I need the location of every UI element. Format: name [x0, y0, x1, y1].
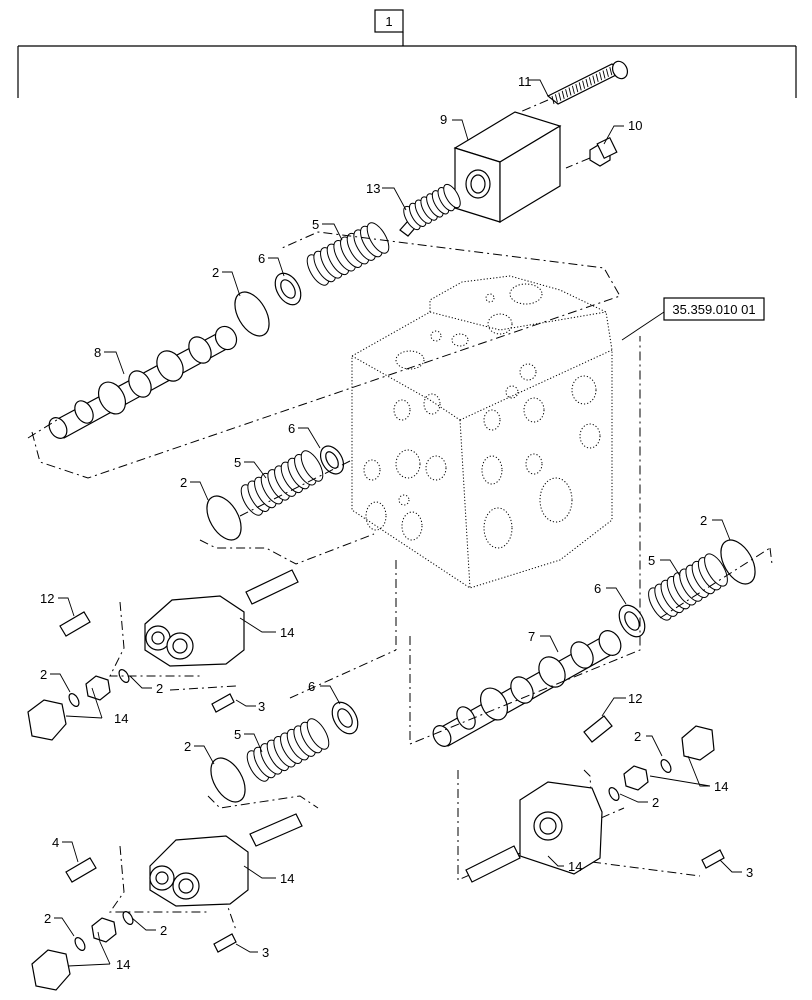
part-10-plug [565, 136, 618, 169]
nut-right [623, 765, 649, 791]
callout-7[interactable]: 7 [528, 629, 535, 644]
oring-2-low [210, 757, 246, 803]
leader-lines [50, 79, 742, 967]
callout-2-upper-right[interactable]: 2 [156, 681, 163, 696]
drawing-ref-box[interactable] [663, 297, 765, 321]
nut-lower [91, 917, 117, 943]
callout-2-lower-right[interactable]: 2 [160, 923, 167, 938]
assembly-bracket: 1 [17, 9, 797, 98]
callout-14-nut-right[interactable]: 14 [714, 779, 728, 794]
plug-4 [65, 857, 97, 883]
callout-14-lower[interactable]: 14 [280, 871, 294, 886]
assembly-centerlines [27, 231, 773, 931]
part-9-cap-block [453, 111, 562, 224]
callout-6-low[interactable]: 6 [308, 679, 315, 694]
screw-3-lower [213, 933, 237, 953]
drawing-reference: 35.359.010 01 [621, 297, 765, 341]
callout-3-upper[interactable]: 3 [258, 699, 265, 714]
callout-10[interactable]: 10 [628, 118, 642, 133]
callout-5-top[interactable]: 5 [312, 217, 319, 232]
oring-2-top [234, 291, 270, 337]
cap-nut-lower [31, 949, 71, 991]
cover-upper-bolt [245, 569, 299, 605]
callout-9[interactable]: 9 [440, 112, 447, 127]
assembly-ref-box[interactable] [374, 9, 404, 33]
part-8-spool [48, 325, 238, 439]
screw-3-upper [211, 693, 235, 713]
callout-6-mid[interactable]: 6 [288, 421, 295, 436]
part-14-cover-lower [149, 813, 303, 907]
callout-2-low[interactable]: 2 [184, 739, 191, 754]
callout-5-low[interactable]: 5 [234, 727, 241, 742]
cover-lower-bolt [249, 813, 303, 847]
callout-2-right-upper[interactable]: 2 [634, 729, 641, 744]
plug-12-right [583, 715, 613, 743]
spring-5-right [648, 553, 728, 621]
callout-5-mid[interactable]: 5 [234, 455, 241, 470]
valve-body [351, 275, 613, 589]
callout-labels: 11 9 10 13 5 6 2 8 6 5 2 12 14 2 2 14 3 … [40, 74, 753, 972]
callout-2-mid[interactable]: 2 [180, 475, 187, 490]
springs-group [240, 183, 728, 782]
cap-nut-upper [27, 699, 67, 741]
oring-2-right [720, 539, 756, 585]
callout-13[interactable]: 13 [366, 181, 380, 196]
drawing-ref-label: 35.359.010 01 [672, 302, 755, 317]
callout-6-top[interactable]: 6 [258, 251, 265, 266]
spring-5-low [246, 718, 330, 782]
callout-2-upper-left[interactable]: 2 [40, 667, 47, 682]
callout-2-right-lower[interactable]: 2 [652, 795, 659, 810]
part-7-spool [432, 630, 622, 747]
callout-14-nut-lower[interactable]: 14 [116, 957, 130, 972]
callout-5-right[interactable]: 5 [648, 553, 655, 568]
screw-3-right [701, 849, 725, 869]
callout-2-right[interactable]: 2 [700, 513, 707, 528]
part-2-orings-large [206, 291, 756, 803]
callout-2-top[interactable]: 2 [212, 265, 219, 280]
callout-12-left[interactable]: 12 [40, 591, 54, 606]
spring-5-top [306, 222, 390, 286]
callout-8[interactable]: 8 [94, 345, 101, 360]
plug-12-left [59, 611, 91, 637]
callout-2-lower-left[interactable]: 2 [44, 911, 51, 926]
assembly-ref-label: 1 [385, 14, 392, 29]
nut-upper [85, 675, 111, 701]
callout-3-lower[interactable]: 3 [262, 945, 269, 960]
callout-6-right[interactable]: 6 [594, 581, 601, 596]
callout-11[interactable]: 11 [518, 74, 532, 89]
callout-12-right[interactable]: 12 [628, 691, 642, 706]
callout-3-right[interactable]: 3 [746, 865, 753, 880]
part-6-washers [274, 272, 646, 735]
part-14-cover-upper [144, 569, 299, 667]
cap-nut-right [681, 725, 715, 761]
oring-2-mid [206, 495, 242, 541]
spring-5-mid [240, 450, 324, 516]
part-14-cover-right [465, 781, 603, 883]
hardware [27, 611, 725, 991]
part-11-bolt [519, 60, 629, 113]
callout-14-nut-upper[interactable]: 14 [114, 711, 128, 726]
callout-14-right[interactable]: 14 [568, 859, 582, 874]
callout-4[interactable]: 4 [52, 835, 59, 850]
cover-right-bolt [465, 845, 521, 883]
spring-13 [403, 183, 461, 231]
callout-14-upper[interactable]: 14 [280, 625, 294, 640]
